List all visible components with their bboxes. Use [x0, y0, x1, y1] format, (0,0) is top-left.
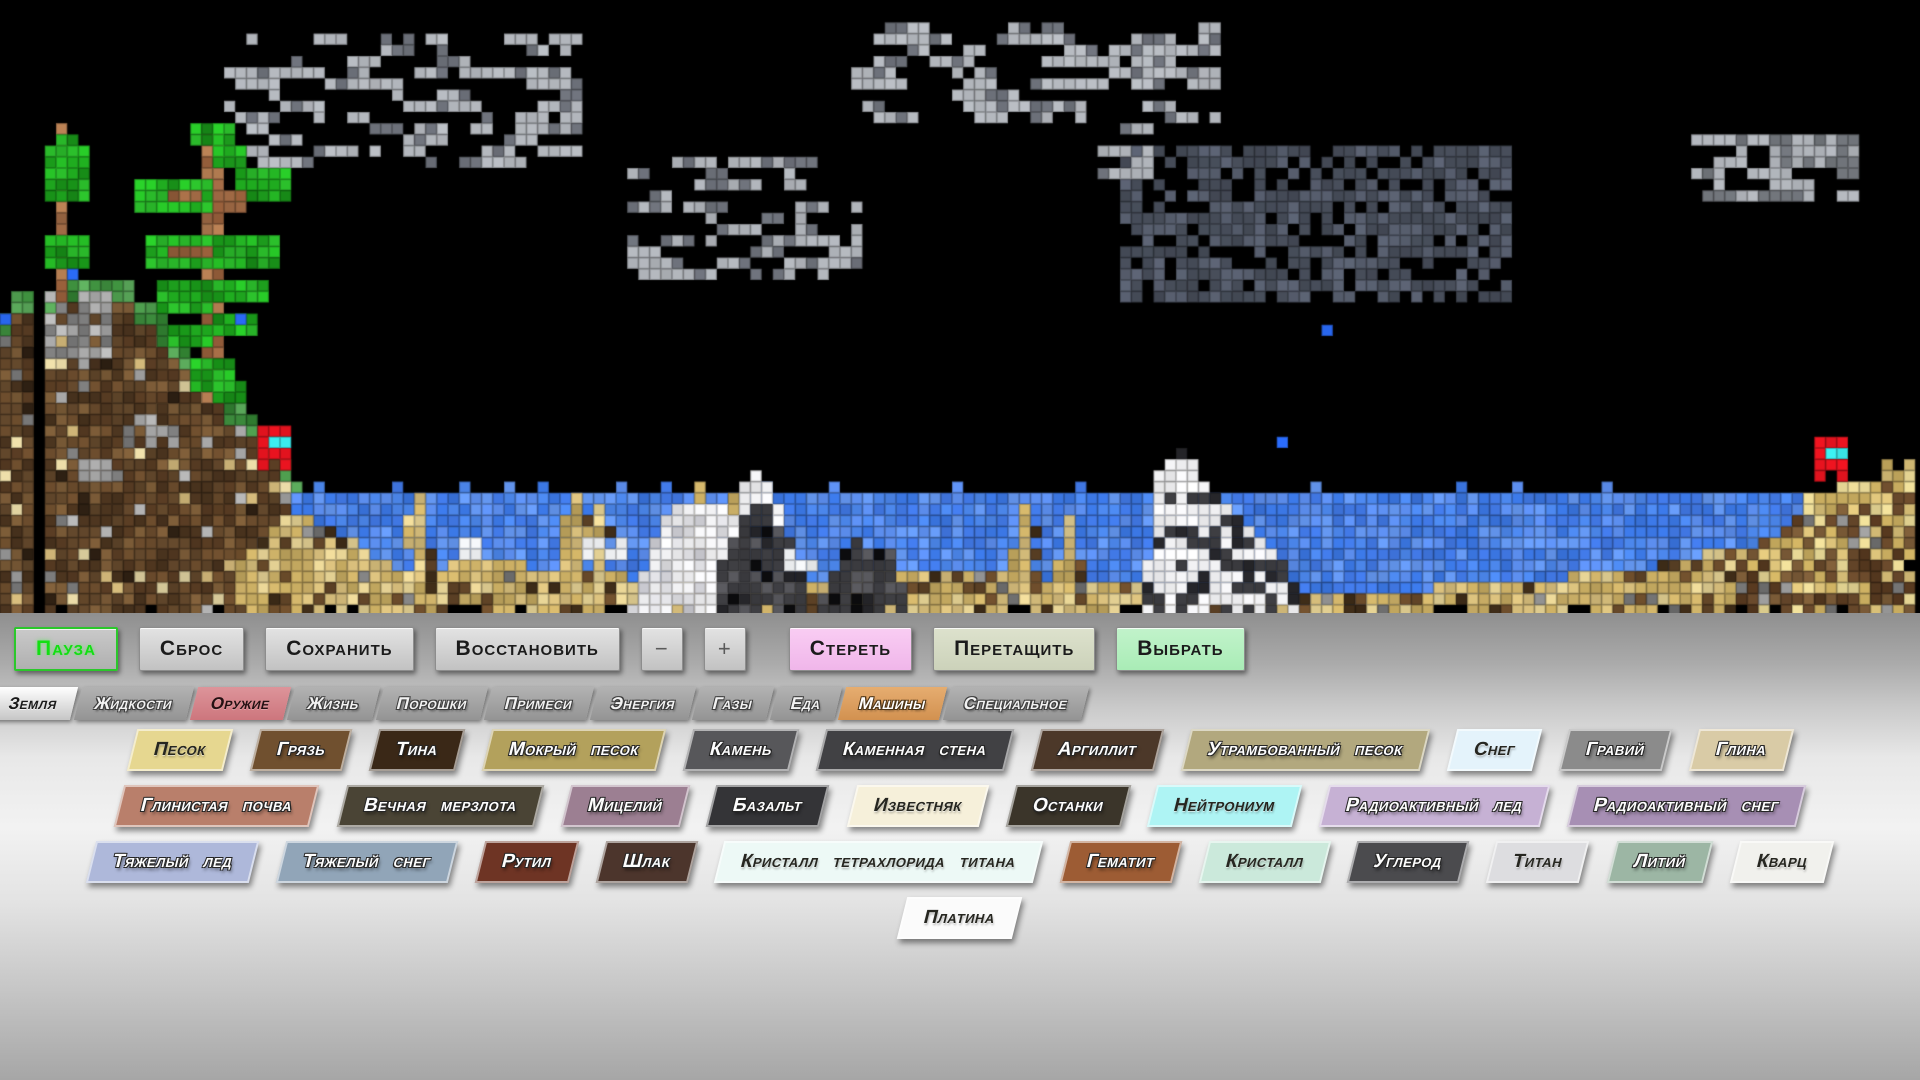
element-stone[interactable]: Камень: [682, 729, 800, 771]
element-platinum[interactable]: Платина: [897, 897, 1023, 939]
toolbar: Пауза Сброс Сохранить Восстановить−+ Стереть…: [14, 627, 1245, 671]
pause-button[interactable]: Пауза: [14, 627, 118, 671]
tab-special[interactable]: Специальное: [942, 687, 1089, 720]
reset-button[interactable]: Сброс: [138, 627, 245, 671]
element-mycelium[interactable]: Мицелий: [560, 785, 690, 827]
element-heavy-snow[interactable]: Тяжелый снег: [276, 841, 459, 883]
erase-button[interactable]: Стереть: [788, 627, 913, 671]
tab-life[interactable]: Жизнь: [286, 687, 381, 720]
element-sand[interactable]: Песок: [126, 729, 234, 771]
size-plus-button[interactable]: +: [703, 627, 746, 671]
element-heavy-ice[interactable]: Тяжелый лед: [85, 841, 260, 883]
element-hematite[interactable]: Гематит: [1059, 841, 1183, 883]
element-neutronium[interactable]: Нейтрониум: [1147, 785, 1303, 827]
element-row-4: Платина: [0, 897, 1920, 939]
save-button[interactable]: Сохранить: [265, 627, 414, 671]
element-radioactive-ice[interactable]: Радиоактивный лед: [1319, 785, 1551, 827]
tab-weapons[interactable]: Оружие: [189, 687, 291, 720]
element-row-3: Тяжелый лед Тяжелый снег Рутил Шлак Кристалл…: [0, 841, 1920, 883]
element-limestone[interactable]: Известняк: [846, 785, 990, 827]
element-wet-sand[interactable]: Мокрый песок: [481, 729, 667, 771]
tab-ground[interactable]: Земля: [0, 687, 79, 720]
tab-liquids[interactable]: Жидкости: [74, 687, 194, 720]
element-titanium-tetrachloride-crystal[interactable]: Кристалл тетрахлорида титана: [714, 841, 1044, 883]
restore-button[interactable]: Восстановить: [434, 627, 620, 671]
element-titanium[interactable]: Титан: [1486, 841, 1590, 883]
element-permafrost[interactable]: Вечная мерзлота: [336, 785, 545, 827]
element-dirt[interactable]: Грязь: [249, 729, 353, 771]
element-snow[interactable]: Снег: [1446, 729, 1542, 771]
game-canvas[interactable]: [0, 0, 1920, 614]
tab-machines[interactable]: Машины: [837, 687, 947, 720]
element-stone-wall[interactable]: Каменная стена: [816, 729, 1015, 771]
element-row-1: Песок Грязь Тина Мокрый песок Камень Каменная…: [0, 729, 1920, 771]
element-packed-sand[interactable]: Утрамбованный песок: [1180, 729, 1430, 771]
element-palette: Песок Грязь Тина Мокрый песок Камень Каменная…: [0, 729, 1920, 953]
element-row-2: Глинистая почва Вечная мерзлота Мицелий Баз…: [0, 785, 1920, 827]
tab-energy[interactable]: Энергия: [589, 687, 697, 720]
element-crystal[interactable]: Кристалл: [1198, 841, 1331, 883]
element-quartz[interactable]: Кварц: [1729, 841, 1835, 883]
tab-powders[interactable]: Порошки: [375, 687, 489, 720]
element-lithium[interactable]: Литий: [1606, 841, 1713, 883]
drag-button[interactable]: Перетащить: [933, 627, 1096, 671]
element-radioactive-snow[interactable]: Радиоактивный снег: [1566, 785, 1806, 827]
element-clay-soil[interactable]: Глинистая почва: [114, 785, 321, 827]
element-mudstone[interactable]: Аргиллит: [1030, 729, 1164, 771]
element-silt[interactable]: Тина: [369, 729, 466, 771]
element-gravel[interactable]: Гравий: [1558, 729, 1672, 771]
element-rutile[interactable]: Рутил: [474, 841, 580, 883]
size-minus-button[interactable]: −: [640, 627, 683, 671]
tab-food[interactable]: Еда: [769, 687, 843, 720]
select-button[interactable]: Выбрать: [1116, 627, 1245, 671]
element-slag[interactable]: Шлак: [595, 841, 698, 883]
element-carbon[interactable]: Углерод: [1347, 841, 1470, 883]
element-remains[interactable]: Останки: [1005, 785, 1131, 827]
tab-gases[interactable]: Газы: [692, 687, 774, 720]
tab-solutes[interactable]: Примеси: [484, 687, 595, 720]
element-clay[interactable]: Глина: [1688, 729, 1794, 771]
element-basalt[interactable]: Базальт: [706, 785, 830, 827]
